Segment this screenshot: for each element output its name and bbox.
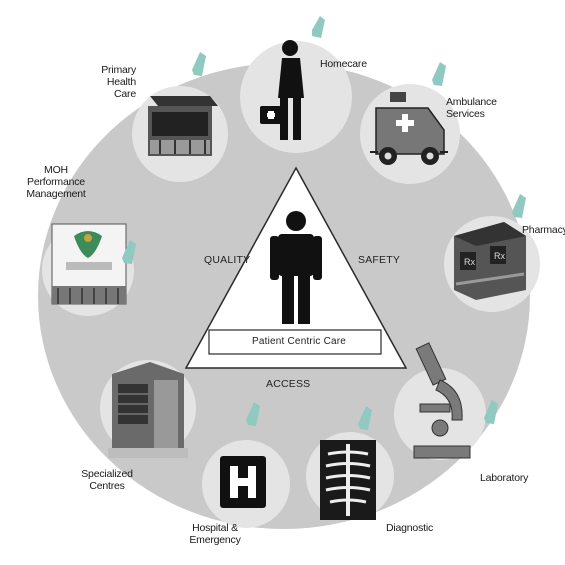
homecare-label: Homecare bbox=[320, 58, 367, 70]
moh-label-line-2: Performance bbox=[24, 176, 88, 188]
specialized-centres-node bbox=[100, 360, 196, 458]
ambulance-check-icon bbox=[432, 62, 446, 86]
primary-health-care-label: Primary Health Care bbox=[84, 64, 136, 100]
svg-text:Rx: Rx bbox=[494, 251, 505, 261]
pharmacy-label-line-1: Pharmacy bbox=[522, 224, 565, 236]
homecare-node bbox=[240, 16, 352, 153]
quality-label: QUALITY bbox=[204, 254, 250, 266]
ambulance-services-label-line-1: Ambulance bbox=[446, 96, 497, 108]
moh-label-line-3: Management bbox=[24, 188, 88, 200]
patient-centric-care-label: Patient Centric Care bbox=[252, 336, 346, 347]
pharmacy-building-icon: Rx Rx bbox=[454, 222, 526, 300]
moh-performance-management-label: MOH Performance Management bbox=[24, 164, 88, 200]
ambulance-services-label-line-2: Services bbox=[446, 108, 497, 120]
svg-text:Rx: Rx bbox=[464, 257, 475, 267]
hospital-emergency-label-line-2: Emergency bbox=[184, 534, 246, 546]
diagnostic-label-line-1: Diagnostic bbox=[386, 522, 433, 534]
primary-health-care-label-line-2: Health Care bbox=[84, 76, 136, 100]
hospital-h-icon bbox=[220, 456, 266, 508]
moh-label-line-1: MOH bbox=[24, 164, 88, 176]
hospital-emergency-label: Hospital & Emergency bbox=[184, 522, 246, 546]
pharmacy-label: Pharmacy bbox=[522, 224, 565, 236]
specialized-centres-label: Specialized Centres bbox=[78, 468, 136, 492]
specialized-centres-building-icon bbox=[108, 362, 188, 458]
diagnostic-label: Diagnostic bbox=[386, 522, 433, 534]
xray-icon bbox=[320, 440, 376, 520]
pharmacy-check-icon bbox=[512, 194, 526, 218]
homecare-check-icon bbox=[312, 16, 325, 38]
access-label: ACCESS bbox=[266, 378, 310, 390]
primary-health-care-label-line-1: Primary bbox=[84, 64, 136, 76]
homecare-label-line-1: Homecare bbox=[320, 58, 367, 70]
ambulance-services-label: Ambulance Services bbox=[446, 96, 497, 120]
specialized-centres-label-line-1: Specialized bbox=[78, 468, 136, 480]
safety-label: SAFETY bbox=[358, 254, 400, 266]
moh-building-icon bbox=[52, 224, 126, 304]
moh-performance-management-node bbox=[42, 224, 136, 316]
hospital-emergency-label-line-1: Hospital & bbox=[184, 522, 246, 534]
primary-health-care-building-icon bbox=[148, 96, 218, 156]
laboratory-label: Laboratory bbox=[480, 472, 528, 484]
specialized-centres-label-line-2: Centres bbox=[78, 480, 136, 492]
laboratory-label-line-1: Laboratory bbox=[480, 472, 528, 484]
primary-health-care-check-icon bbox=[192, 52, 206, 76]
primary-health-care-node bbox=[132, 52, 228, 182]
